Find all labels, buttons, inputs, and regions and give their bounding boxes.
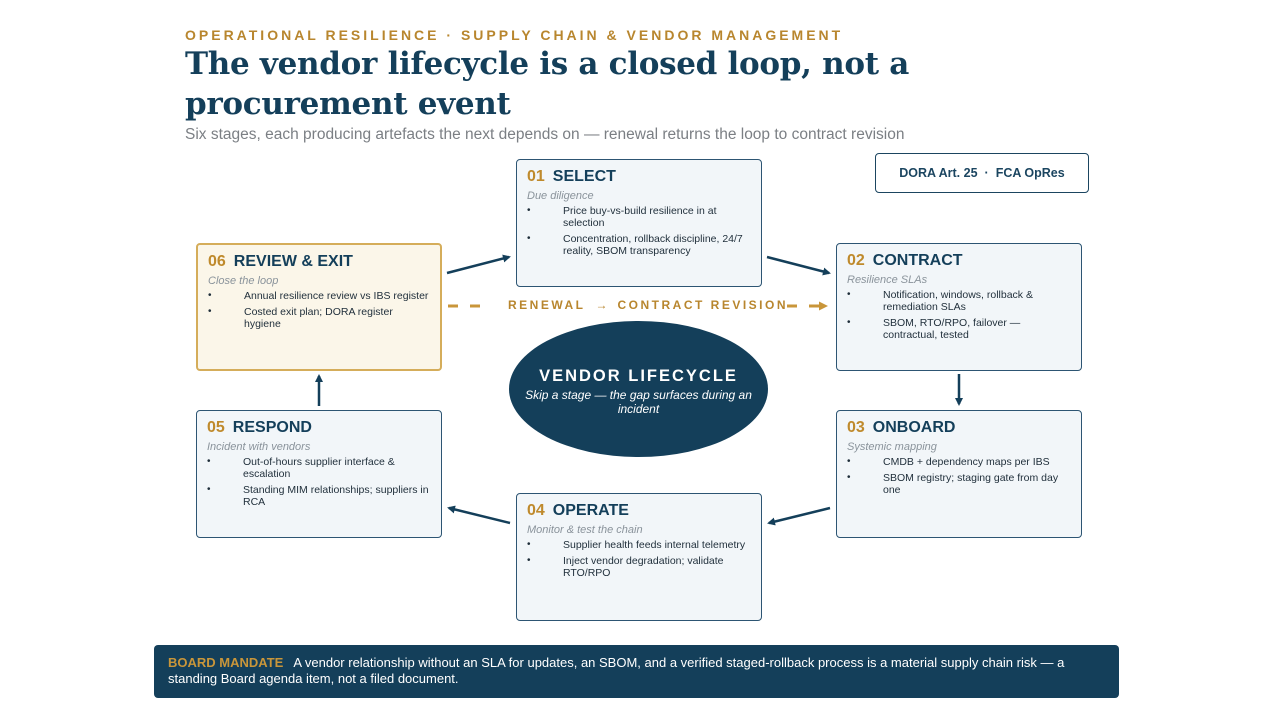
mandate-text: A vendor relationship without an SLA for… [168,655,1065,686]
bullet-glyph: • [847,456,851,467]
stage-bullets: • Out-of-hours supplier interface & escal… [207,456,431,508]
arrow-operate-to-respond [447,505,511,525]
stage-card-onboard: 03 ONBOARD Systemic mapping • CMDB + depe… [836,410,1082,538]
stage-subtitle: Monitor & test the chain [527,524,643,536]
stage-card-select: 01 SELECT Due diligence • Price buy-vs-bu… [516,159,762,287]
stage-bullets: • Price buy-vs-build resilience in at sel… [527,205,751,257]
bullet-text: SBOM registry; staging gate from day one [883,472,1059,496]
stage-heading: 01 SELECT [527,168,751,186]
stage-name: OPERATE [552,502,629,519]
bullet-glyph: • [527,539,531,550]
bullet-glyph: • [208,290,212,301]
stage-subtitle: Resilience SLAs [847,274,928,286]
stage-heading: 04 OPERATE [527,502,751,520]
stage-name: SELECT [552,168,616,185]
stage-name: RESPOND [232,419,312,436]
hub-subtitle: Skip a stage — the gap surfaces during a… [525,388,752,416]
bullet-text: Concentration, rollback discipline, 24/7… [563,233,743,257]
stage-heading: 03 ONBOARD [847,419,1071,437]
bullet-text: Inject vendor degradation; validate RTO/… [563,555,724,579]
bullet-text: SBOM, RTO/RPO, failover — contractual, t… [883,317,1021,341]
stage-card-contract: 02 CONTRACT Resilience SLAs • Notificatio… [836,243,1082,371]
renewal-right: CONTRACT REVISION [617,298,789,312]
list-item: • Supplier health feeds internal telemetr… [527,539,751,551]
bullet-glyph: • [207,456,211,467]
page-subtitle: Six stages, each producing artefacts the… [185,126,905,143]
stage-card-respond: 05 RESPOND Incident with vendors • Out-of… [196,410,442,538]
hub-title: VENDOR LIFECYCLE [539,367,738,385]
bullet-glyph: • [207,484,211,495]
bullet-text: Standing MIM relationships; suppliers in… [243,484,429,508]
renewal-label: RENEWAL → CONTRACT REVISION [508,298,788,312]
arrow-select-to-contract [766,255,831,276]
list-item: • Inject vendor degradation; validate RTO… [527,555,751,579]
list-item: • Costed exit plan; DORA register hygiene [208,306,430,330]
bullet-glyph: • [527,233,531,244]
stage-number: 04 [527,502,545,519]
list-item: • CMDB + dependency maps per IBS [847,456,1071,468]
stage-subtitle: Close the loop [208,275,279,287]
stage-subtitle: Systemic mapping [847,441,937,453]
regulation-badge: DORA Art. 25 · FCA OpRes [875,153,1089,193]
stage-name: CONTRACT [872,252,963,269]
bullet-glyph: • [208,306,212,317]
list-item: • SBOM, RTO/RPO, failover — contractual, … [847,317,1071,341]
list-item: • Out-of-hours supplier interface & escal… [207,456,431,480]
badge-separator: · [984,166,989,180]
list-item: • Price buy-vs-build resilience in at sel… [527,205,751,229]
bullet-glyph: • [527,205,531,216]
badge-right: FCA OpRes [995,166,1065,180]
renewal-arrow-icon: → [595,298,608,312]
stage-number: 03 [847,419,865,436]
bullet-glyph: • [847,317,851,328]
stage-bullets: • Notification, windows, rollback & remed… [847,289,1071,341]
stage-subtitle: Incident with vendors [207,441,311,453]
stage-number: 01 [527,168,545,185]
bullet-text: Costed exit plan; DORA register hygiene [244,306,393,330]
page-title: The vendor lifecycle is a closed loop, n… [185,46,910,122]
stage-subtitle: Due diligence [527,190,594,202]
stage-card-review-exit: 06 REVIEW & EXIT Close the loop • Annual … [196,243,442,371]
eyebrow-right: SUPPLY CHAIN & VENDOR MANAGEMENT [460,27,844,43]
list-item: • Annual resilience review vs IBS registe… [208,290,430,302]
arrow-onboard-to-operate [767,506,831,526]
list-item: • Concentration, rollback discipline, 24/… [527,233,751,257]
bullet-text: Notification, windows, rollback & remedi… [883,289,1033,313]
badge-left: DORA Art. 25 [899,166,978,180]
list-item: • SBOM registry; staging gate from day on… [847,472,1071,496]
stage-name: REVIEW & EXIT [233,253,353,270]
bullet-text: Annual resilience review vs IBS register [244,290,429,302]
bullet-text: Price buy-vs-build resilience in at sele… [563,205,717,229]
list-item: • Notification, windows, rollback & remed… [847,289,1071,313]
bullet-text: Supplier health feeds internal telemetry [563,539,746,551]
stage-bullets: • CMDB + dependency maps per IBS • SBOM re… [847,456,1071,496]
stage-heading: 06 REVIEW & EXIT [208,253,430,271]
stage-number: 06 [208,253,226,270]
bullet-text: CMDB + dependency maps per IBS [883,456,1050,468]
eyebrow: OPERATIONAL RESILIENCE · SUPPLY CHAIN & … [185,27,843,43]
stage-bullets: • Annual resilience review vs IBS registe… [208,290,430,330]
stage-bullets: • Supplier health feeds internal telemetr… [527,539,751,579]
bullet-glyph: • [527,555,531,566]
stage-card-operate: 04 OPERATE Monitor & test the chain • Sup… [516,493,762,621]
renewal-left: RENEWAL [508,298,586,312]
stage-heading: 02 CONTRACT [847,252,1071,270]
stage-heading: 05 RESPOND [207,419,431,437]
lifecycle-hub: VENDOR LIFECYCLE Skip a stage — the gap … [509,321,768,457]
stage-name: ONBOARD [872,419,956,436]
stage-number: 05 [207,419,225,436]
arrow-review-to-select [446,254,511,275]
eyebrow-left: OPERATIONAL RESILIENCE [185,27,440,43]
stage-number: 02 [847,252,865,269]
eyebrow-separator: · [446,27,455,43]
bullet-glyph: • [847,289,851,300]
list-item: • Standing MIM relationships; suppliers i… [207,484,431,508]
mandate-tag: BOARD MANDATE [168,655,284,670]
bullet-text: Out-of-hours supplier interface & escala… [243,456,395,480]
bullet-glyph: • [847,472,851,483]
